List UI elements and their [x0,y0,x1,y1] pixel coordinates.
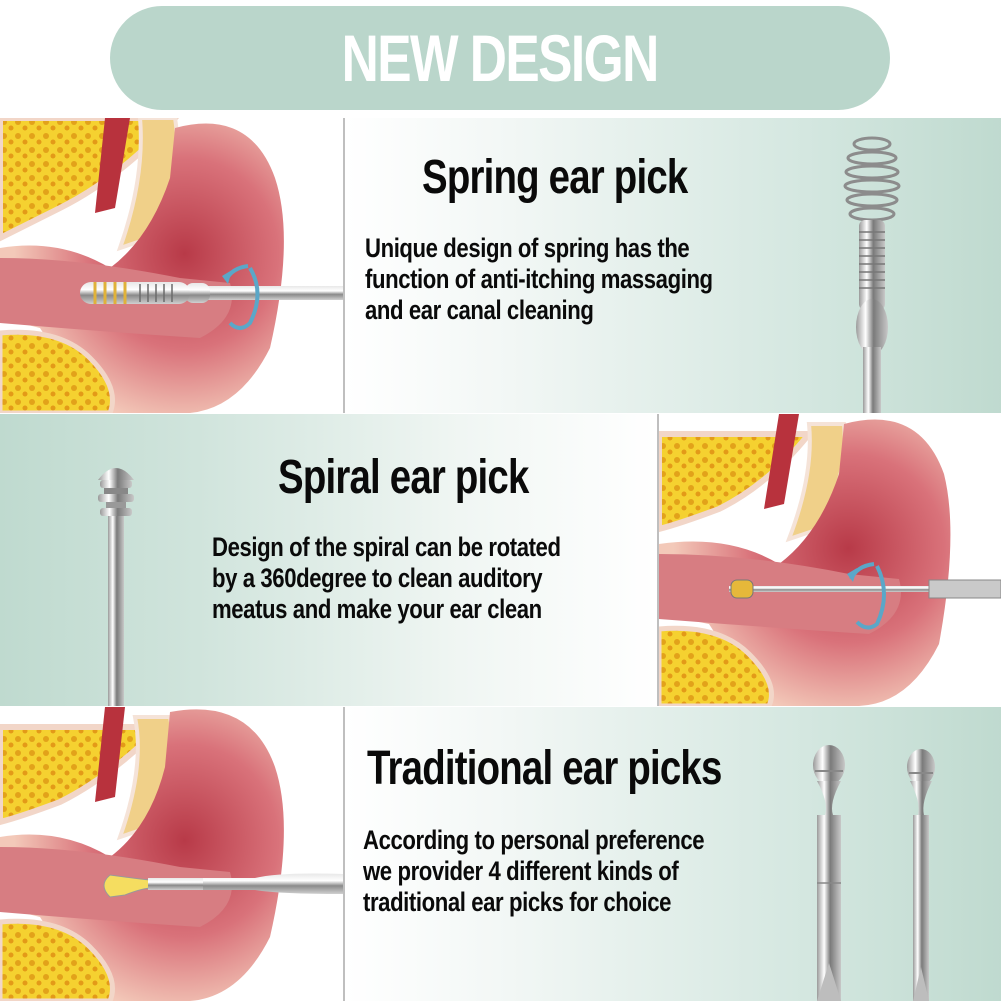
section-description: According to personal preference we prov… [363,825,705,918]
spiral-ear-pick-image [98,468,134,706]
description-line: Design of the spiral can be rotated [212,532,561,562]
section-description: Unique design of spring has the function… [365,233,713,326]
description-line: we provider 4 different kinds of [363,856,679,886]
description-line: According to personal preference [363,825,705,855]
ear-illustration-spring [0,118,343,413]
description-line: traditional ear picks for choice [363,887,672,917]
section-spiral-ear-pick: Spiral ear pick Design of the spiral can… [0,414,1001,706]
traditional-text-panel: Traditional ear picks According to perso… [343,707,1001,1001]
spring-text-panel: Spring ear pick Unique design of spring … [343,118,1001,413]
section-title: Spiral ear pick [278,451,529,504]
description-line: function of anti-itching massaging [365,264,713,294]
section-title: Traditional ear picks [367,742,722,795]
spiral-text-panel: Spiral ear pick Design of the spiral can… [0,414,659,706]
section-traditional-ear-picks: Traditional ear picks According to perso… [0,707,1001,1001]
section-spring-ear-pick: Spring ear pick Unique design of spring … [0,118,1001,413]
banner-title: NEW DESIGN [341,21,660,95]
traditional-ear-pick-image-2 [907,749,935,1001]
description-line: by a 360degree to clean auditory [212,563,543,593]
traditional-ear-pick-image-1 [813,745,845,1001]
description-line: and ear canal cleaning [365,295,594,325]
section-description: Design of the spiral can be rotated by a… [212,532,561,625]
ear-illustration-traditional [0,707,343,1001]
description-line: Unique design of spring has the [365,233,690,263]
ear-illustration-spiral [659,414,1001,706]
spring-ear-pick-image [843,136,901,413]
new-design-banner: NEW DESIGN [110,6,890,110]
description-line: meatus and make your ear clean [212,594,542,624]
section-title: Spring ear pick [422,151,688,204]
